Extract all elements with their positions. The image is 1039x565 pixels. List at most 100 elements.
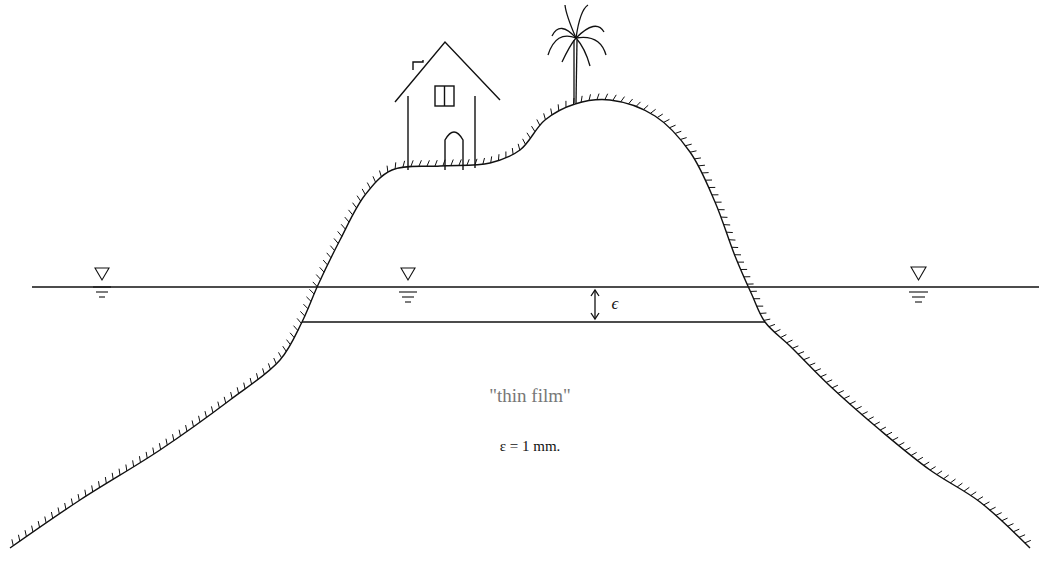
- hatch-mark: [558, 104, 560, 110]
- hatch-mark: [996, 513, 1002, 516]
- thickness-symbol: ϵ: [612, 294, 619, 314]
- hatch-mark: [327, 253, 331, 258]
- hatch-mark: [657, 114, 662, 117]
- hatch-mark: [670, 125, 676, 128]
- hatch-mark: [850, 401, 856, 404]
- hatch-mark: [636, 102, 640, 107]
- hatch-mark: [650, 109, 655, 113]
- hatch-mark: [937, 471, 942, 475]
- hatch-mark: [581, 96, 583, 102]
- hatch-mark: [58, 507, 59, 513]
- hatch-mark: [613, 95, 616, 101]
- hatch-mark: [119, 469, 121, 475]
- hatch-mark: [838, 391, 844, 394]
- hatch-mark: [690, 151, 696, 152]
- hatch-mark: [411, 160, 413, 166]
- hatch-mark: [345, 217, 349, 222]
- hatch-mark: [971, 492, 976, 496]
- hatch-mark: [1008, 524, 1014, 527]
- hatch-mark: [133, 460, 134, 466]
- hatch-mark: [211, 406, 213, 412]
- hatch-mark: [112, 473, 114, 479]
- hatch-mark: [741, 269, 747, 270]
- hatch-mark: [153, 448, 154, 454]
- hatch-mark: [804, 357, 810, 359]
- hatch-mark: [419, 160, 422, 166]
- hatch-mark: [826, 380, 832, 383]
- hatch-mark: [483, 158, 485, 164]
- hatch-mark: [166, 439, 167, 445]
- hatch-mark: [92, 485, 93, 491]
- hatch-mark: [721, 217, 727, 218]
- hatch-mark: [279, 352, 282, 358]
- hatch-mark: [698, 165, 704, 167]
- hatch-mark: [294, 326, 298, 331]
- hatch-mark: [244, 383, 245, 389]
- hatch-mark: [573, 98, 575, 104]
- hatch-mark: [320, 267, 324, 272]
- hatch-mark: [589, 94, 591, 100]
- hatch-mark: [664, 119, 670, 122]
- hatch-mark: [544, 113, 546, 119]
- hatch-mark: [964, 487, 969, 491]
- hatch-mark: [475, 159, 477, 165]
- hatch-mark: [283, 346, 287, 351]
- hatch-mark: [527, 133, 530, 138]
- hatch-mark: [105, 477, 107, 483]
- hatch-mark: [747, 283, 753, 284]
- hatch-mark: [950, 479, 955, 483]
- water-symbol: [93, 267, 928, 302]
- hatch-mark: [832, 385, 838, 388]
- hatch-mark: [899, 442, 905, 445]
- hatch-mark: [551, 109, 552, 115]
- hatch-mark: [373, 176, 376, 182]
- hatch-mark: [362, 189, 365, 195]
- hatch-mark: [695, 157, 701, 159]
- hatch-mark: [1002, 518, 1008, 521]
- hatch-mark: [297, 318, 301, 323]
- hatch-mark: [231, 392, 233, 398]
- hatch-mark: [303, 304, 308, 309]
- hatch-mark: [45, 517, 46, 523]
- hatch-mark: [1025, 540, 1031, 543]
- hatch-mark: [338, 231, 342, 236]
- hatch-mark: [726, 232, 732, 233]
- hatch-mark: [917, 457, 923, 460]
- island-outline: [10, 94, 1031, 548]
- hatch-mark: [290, 333, 294, 338]
- hatch-mark: [715, 202, 721, 203]
- hatch-mark: [467, 159, 469, 165]
- film-label: "thin film": [489, 385, 570, 407]
- hatch-mark: [186, 425, 187, 431]
- hatch-mark: [680, 138, 686, 140]
- hatch-mark: [757, 306, 764, 307]
- hatch-mark: [313, 282, 317, 287]
- hatch-mark: [99, 481, 100, 487]
- hatch-mark: [18, 535, 19, 541]
- hatch-mark: [957, 483, 962, 487]
- hatch-mark: [862, 412, 868, 415]
- house: [395, 42, 500, 170]
- hatch-mark: [718, 209, 724, 210]
- hatch-mark: [943, 475, 948, 479]
- hatch-mark: [395, 162, 397, 168]
- hatch-mark: [977, 497, 983, 500]
- hatch-mark: [379, 171, 381, 177]
- hatch-mark: [353, 203, 357, 208]
- hatch-mark: [911, 452, 917, 455]
- hatch-mark: [798, 352, 804, 354]
- hatch-mark: [886, 432, 892, 435]
- hatch-mark: [1013, 529, 1019, 532]
- hatch-mark: [565, 101, 566, 107]
- hatch-mark: [71, 499, 72, 505]
- hatch-mark: [224, 397, 226, 403]
- hatch-mark: [597, 94, 599, 100]
- hatch-mark: [732, 247, 738, 248]
- hatch-mark: [724, 224, 730, 225]
- hatch-mark: [199, 416, 200, 422]
- hatch-mark: [237, 387, 238, 393]
- hatch-mark: [256, 373, 258, 379]
- hatch-mark: [518, 144, 520, 150]
- hatch-mark: [605, 94, 608, 100]
